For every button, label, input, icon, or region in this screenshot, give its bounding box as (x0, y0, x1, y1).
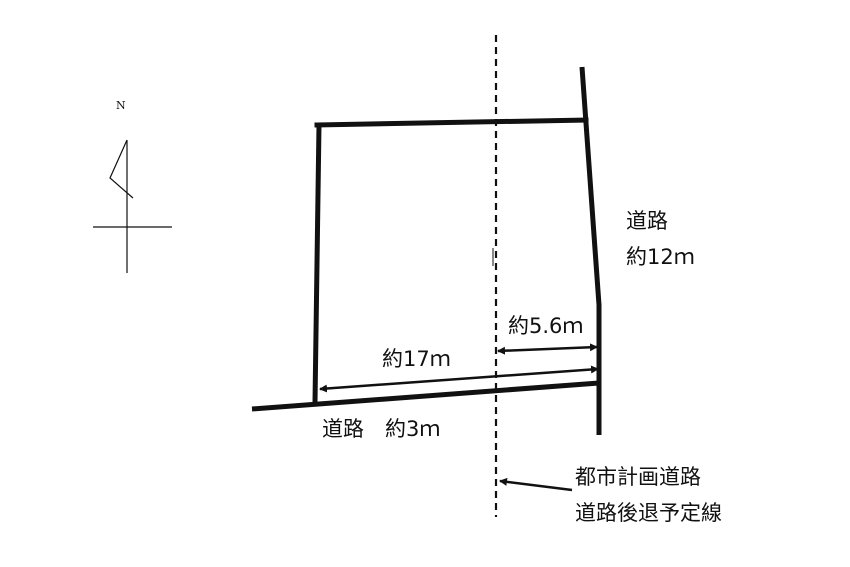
east-road-width-label: 約12ｍ (626, 245, 695, 269)
setback-leader-arrow (499, 477, 573, 492)
dimension-arrow-17m (319, 365, 599, 393)
planned-road-label: 都市計画道路 (575, 465, 701, 489)
east-width-dimension-label: 約5.6ｍ (508, 314, 584, 338)
south-road-line (251, 380, 600, 412)
lot-west-edge (312, 122, 322, 405)
lot-boundary (312, 117, 589, 405)
setback-line-label: 道路後退予定線 (575, 501, 722, 525)
east-road-line (579, 66, 602, 435)
lot-north-edge (314, 117, 589, 128)
dimension-arrow-5-6m (497, 343, 598, 355)
south-width-dimension-label: 約17ｍ (382, 347, 451, 371)
north-compass (93, 139, 172, 273)
east-road-label: 道路 (626, 209, 668, 233)
north-label: N (116, 99, 126, 112)
compass-needle (109, 139, 134, 199)
south-road-label: 道路 約3ｍ (322, 417, 441, 441)
